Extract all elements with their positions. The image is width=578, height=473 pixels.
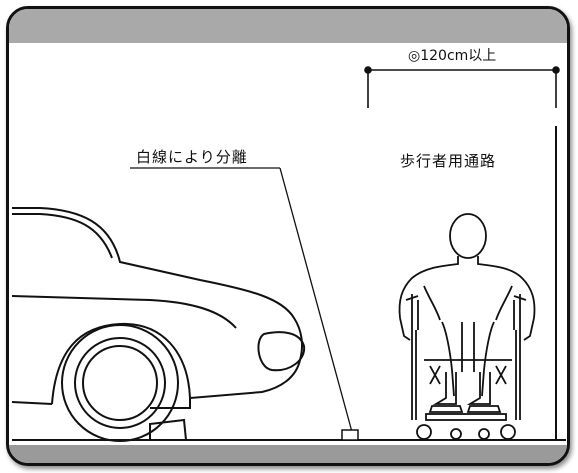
wheelchair-user-icon	[398, 213, 536, 440]
separation-label: 白線により分離	[136, 148, 248, 166]
separation-leader	[130, 167, 353, 433]
walkway-label: 歩行者用通路	[400, 152, 497, 170]
bottom-band	[9, 445, 567, 463]
width-label: ◎120cm以上	[408, 48, 497, 64]
car-icon	[11, 207, 306, 442]
white-line-marker	[341, 429, 359, 441]
top-band	[9, 9, 567, 43]
width-dimension	[364, 66, 560, 108]
